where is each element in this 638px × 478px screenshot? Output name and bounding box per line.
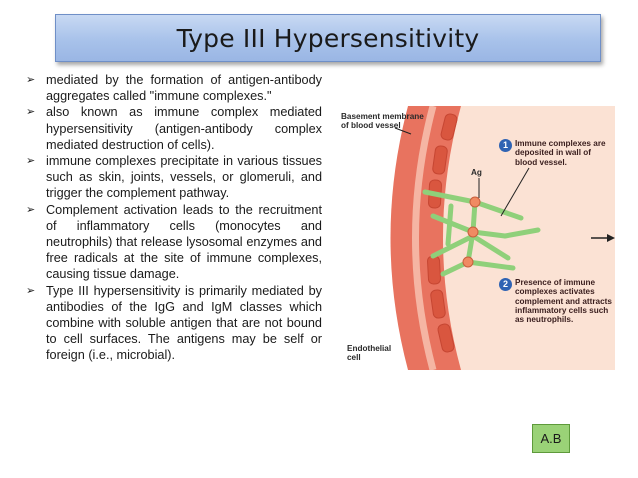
vessel-lumen xyxy=(443,106,615,370)
antigen-label: Ag xyxy=(471,168,482,177)
step-2-caption: Presence of immune complexes activates c… xyxy=(515,278,612,325)
bullet-text: Type III hypersensitivity is primarily m… xyxy=(46,283,322,363)
bullet-item: ➢ Type III hypersensitivity is primarily… xyxy=(26,283,322,364)
bullet-item: ➢ also known as immune complex mediated … xyxy=(26,104,322,153)
author-tag-text: A.B xyxy=(540,431,562,446)
endothelial-cell-label: Endothelial cell xyxy=(347,344,392,363)
slide-title-banner: Type III Hypersensitivity xyxy=(55,14,601,62)
basement-membrane-label: Basement membrane of blood vessel xyxy=(341,112,424,131)
step-1-caption: Immune complexes are deposited in wall o… xyxy=(515,139,606,167)
bullet-text: immune complexes precipitate in various … xyxy=(46,154,322,201)
author-tag: A.B xyxy=(532,424,570,453)
bullet-item: ➢ mediated by the formation of antigen-a… xyxy=(26,72,322,104)
basement-membrane-band xyxy=(412,106,437,370)
antigen-particles xyxy=(462,196,481,268)
arrow-bullet-icon: ➢ xyxy=(26,106,36,119)
arrow-bullet-icon: ➢ xyxy=(26,155,36,168)
bullet-item: ➢ Complement activation leads to the rec… xyxy=(26,202,322,283)
blood-flow-arrow xyxy=(591,234,615,242)
bullet-text: also known as immune complex mediated hy… xyxy=(46,105,322,152)
immune-complex-figure: Basement membrane of blood vessel Ag 1 I… xyxy=(333,106,615,370)
arrow-bullet-icon: ➢ xyxy=(26,284,36,297)
vessel-illustration xyxy=(390,106,615,370)
bullet-text: Complement activation leads to the recru… xyxy=(46,202,322,282)
arrow-bullet-icon: ➢ xyxy=(26,203,36,216)
pointer-lines xyxy=(394,127,530,217)
bullet-text: mediated by the formation of antigen-ant… xyxy=(46,73,322,104)
arrow-bullet-icon: ➢ xyxy=(26,74,36,86)
step-1-badge: 1 xyxy=(499,139,512,152)
slide-title: Type III Hypersensitivity xyxy=(176,23,480,53)
bullet-list: ➢ mediated by the formation of antigen-a… xyxy=(26,72,322,364)
step-2-badge: 2 xyxy=(499,278,512,291)
bullet-item: ➢ immune complexes precipitate in variou… xyxy=(26,153,322,202)
